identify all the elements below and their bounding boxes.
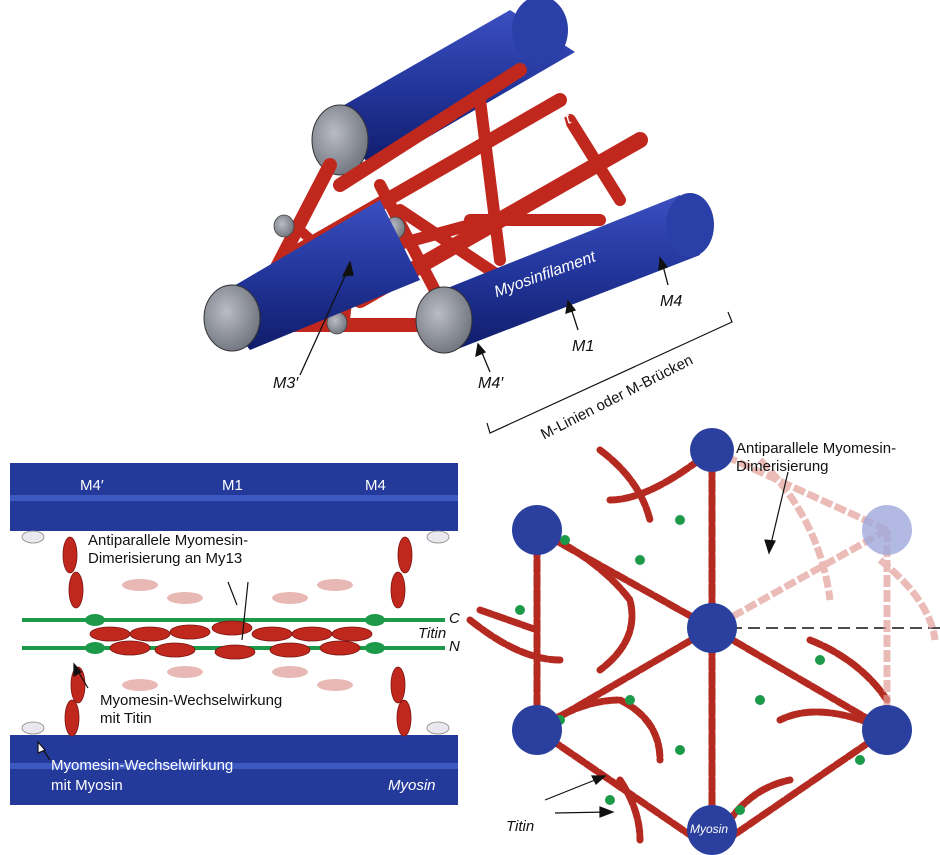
dimerisation-label-line1: Antiparallele Myomesin- (88, 532, 249, 549)
myomesin-chains-left (62, 536, 413, 737)
myosin-filament-back (311, 0, 575, 176)
m1-label: M1 (572, 338, 595, 355)
right-dimerisation-line2: Dimerisierung (736, 458, 829, 475)
left-m4-prime-label: M4′ (80, 477, 104, 494)
m-lines-bracket (486, 311, 733, 434)
myosin-interaction-line1: Myomesin-Wechselwirkung (51, 757, 234, 774)
m3-prime-label: M3′ (273, 375, 299, 392)
left-m4-label: M4 (365, 477, 386, 494)
myosin-interaction-line2: mit Myosin (51, 777, 123, 794)
myosin-label-left: Myosin (388, 777, 436, 794)
m4-label: M4 (660, 293, 683, 310)
myosin-filament-front (203, 193, 714, 354)
myomesin-faded-right (710, 446, 939, 730)
m4-prime-label: M4′ (478, 375, 504, 392)
right-arrows (544, 471, 789, 818)
myosin-bar-bottom (10, 735, 458, 805)
titin-interaction-line1: Myomesin-Wechselwirkung (100, 692, 283, 709)
myomesin-faded-left (122, 579, 353, 691)
right-panel (466, 428, 940, 855)
n-terminus-label: N (449, 638, 460, 655)
myosin-binding-caps-left (21, 530, 450, 735)
titin-binding-dots-left (85, 614, 385, 654)
titin-interaction-line2: mit Titin (100, 710, 152, 727)
titin-dots-right (515, 515, 865, 815)
right-dimerisation-line1: Antiparallele Myomesin- (736, 440, 897, 457)
top-arrows (299, 256, 669, 376)
left-m1-label: M1 (222, 477, 243, 494)
titin-label-left: Titin (418, 625, 447, 642)
myosin-label-right: Myosin (690, 822, 729, 836)
titin-label-right: Titin (506, 818, 535, 835)
dimerisation-label-line2: Dimerisierung an My13 (88, 550, 243, 567)
c-terminus-label: C (449, 610, 460, 627)
myosin-circles-right (512, 428, 912, 855)
left-panel (10, 463, 458, 805)
left-arrows (37, 581, 249, 761)
